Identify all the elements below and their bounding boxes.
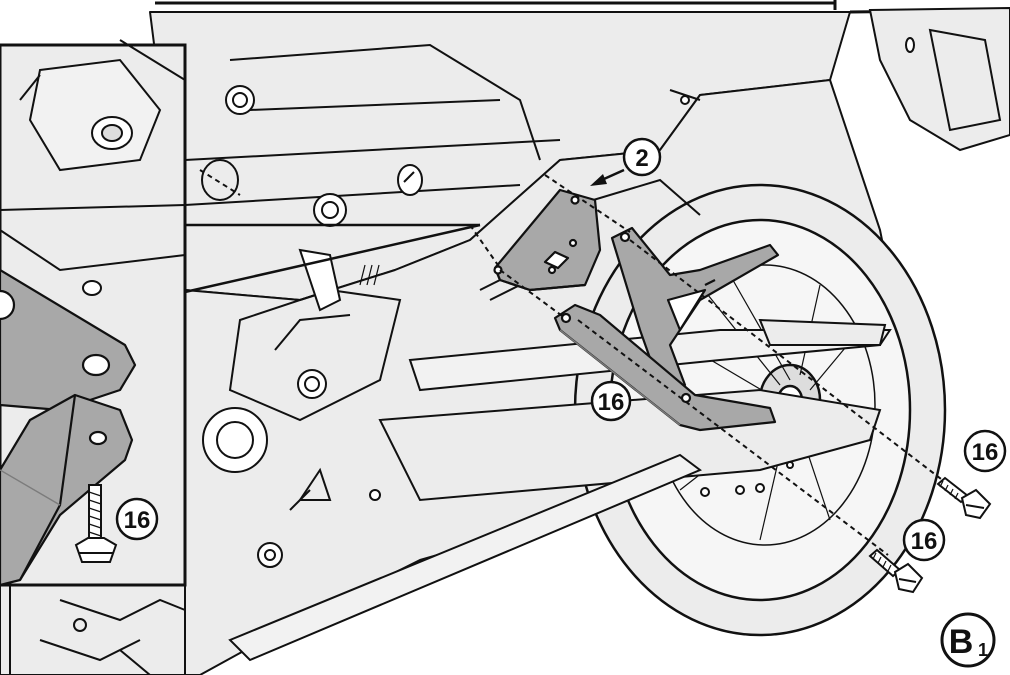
inset-plate <box>0 268 137 412</box>
inset-bracket <box>0 393 134 587</box>
bolt-lower <box>868 548 924 594</box>
inset-leader-lines <box>184 223 481 294</box>
callout-part-16-inset-label: 16 <box>124 507 151 534</box>
rear-fender <box>868 6 1010 152</box>
bolt-right <box>936 476 992 520</box>
inset-bolt <box>74 484 118 563</box>
callout-part-16-inset: 16 <box>115 497 159 541</box>
lower-left-frame <box>9 585 186 675</box>
step-badge: B 1 <box>940 612 996 668</box>
step-badge-number: 1 <box>978 640 988 660</box>
part-16-bracket <box>553 226 780 432</box>
step-badge-letter: B <box>949 623 974 661</box>
callout-part-16-bolt-lower-label: 16 <box>911 528 938 555</box>
callout-part-16-bracket: 16 <box>590 380 632 422</box>
part-2-plate <box>493 188 602 292</box>
callout-part-16-bolt-right-label: 16 <box>972 439 999 466</box>
detail-inset <box>0 39 187 587</box>
callout-part-16-bracket-label: 16 <box>598 389 625 416</box>
callout-part-2: 2 <box>590 137 662 186</box>
callout-part-16-bolt-right: 16 <box>963 429 1007 473</box>
callout-part-2-label: 2 <box>635 145 648 172</box>
callout-part-16-bolt-lower: 16 <box>902 518 946 562</box>
chain-guard <box>758 318 887 346</box>
